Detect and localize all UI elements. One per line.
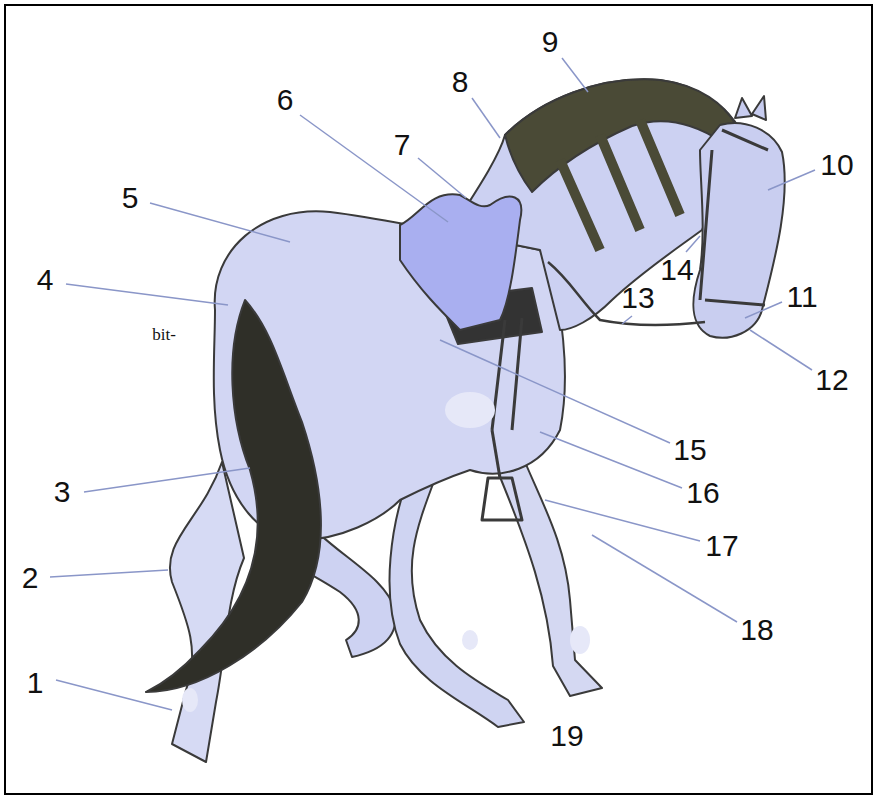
callout-number: 8 xyxy=(452,67,469,97)
callout-number: 16 xyxy=(686,478,719,508)
callout-number: 19 xyxy=(550,721,583,751)
frame xyxy=(5,5,872,794)
callout-number: 13 xyxy=(621,283,654,313)
callout-number: 4 xyxy=(37,265,54,295)
callout-number: 7 xyxy=(394,130,411,160)
leader-lines xyxy=(50,58,815,710)
horse xyxy=(146,79,785,762)
callout-number: 17 xyxy=(705,531,738,561)
callout-number: 5 xyxy=(122,183,139,213)
callout-number: 1 xyxy=(27,668,44,698)
callout-number: 15 xyxy=(673,435,706,465)
callout-number: 10 xyxy=(820,150,853,180)
callout-number: 18 xyxy=(740,615,773,645)
callout-number: 9 xyxy=(542,27,559,57)
callout-number: 2 xyxy=(22,563,39,593)
callout-number: 11 xyxy=(786,282,817,312)
callout-number: 3 xyxy=(54,477,71,507)
callout-number: 14 xyxy=(660,255,693,285)
callout-number: 12 xyxy=(815,365,848,395)
annotation-text: bit- xyxy=(152,326,176,343)
callout-number: 6 xyxy=(277,85,294,115)
